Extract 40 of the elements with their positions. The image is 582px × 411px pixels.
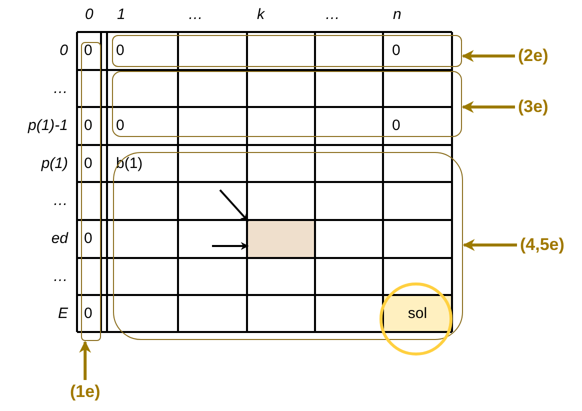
arrow [79, 340, 92, 380]
column-header: k [257, 6, 264, 24]
cell-value: 0 [84, 42, 92, 60]
row-header: p(1) [41, 155, 68, 173]
cell-value: 0 [116, 117, 124, 135]
row-header: ed [51, 230, 68, 248]
callout-label: (2e) [518, 46, 548, 66]
arrow [462, 50, 515, 62]
group-outline [113, 152, 463, 340]
cell-value: 0 [392, 117, 400, 135]
column-header: n [393, 6, 402, 24]
highlighted-cell [248, 221, 314, 257]
row-header: E [58, 305, 68, 323]
solution-cell: sol [384, 296, 451, 331]
group-outline [112, 71, 462, 137]
cell-value: 0 [84, 117, 92, 135]
row-header: … [53, 192, 68, 210]
cell-value: 0 [116, 42, 124, 60]
group-outline [112, 35, 462, 67]
row-header: 0 [60, 42, 68, 60]
group-outline [81, 42, 101, 341]
callout-label: (4,5e) [520, 235, 564, 255]
arrow [212, 242, 249, 250]
column-header: … [188, 6, 203, 24]
row-header: p(1)-1 [28, 117, 68, 135]
cell-value: 0 [84, 305, 92, 323]
column-header: 0 [85, 6, 94, 24]
row-header: … [53, 80, 68, 98]
callout-label: (1e) [70, 382, 100, 402]
arrow [462, 101, 515, 113]
row-header: … [53, 268, 68, 286]
callout-label: (3e) [518, 97, 548, 117]
cell-value: 0 [84, 230, 92, 248]
arrow [462, 239, 517, 251]
column-header: 1 [117, 6, 126, 24]
arrow [219, 189, 249, 222]
cell-value: 0 [392, 42, 400, 60]
column-header: … [325, 6, 340, 24]
cell-value: 0 [84, 155, 92, 173]
cell-value: b(1) [116, 155, 143, 173]
